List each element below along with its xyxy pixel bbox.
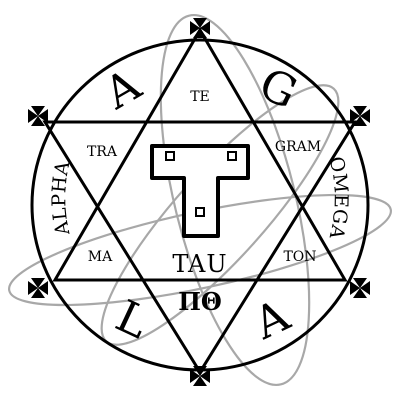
triangle-word-lower-right: TON — [283, 249, 316, 265]
tau-cross-icon — [150, 144, 250, 238]
triangle-word-upper-right: GRAM — [275, 139, 321, 155]
cross-pattee-icon — [28, 278, 48, 298]
side-word-left: ALPHA — [48, 159, 74, 238]
side-word-right: OMEGA — [325, 155, 352, 242]
triangle-word-center: TAU — [172, 250, 227, 278]
cross-pattee-icon — [190, 366, 210, 386]
corner-letter-top-left: A — [95, 59, 150, 120]
downward-triangle — [42, 120, 358, 375]
cross-pattee-icon — [28, 106, 48, 126]
cross-pattee-icon — [350, 106, 370, 126]
triangle-word-upper-left: TRA — [87, 144, 118, 160]
bottom-glyphs: ΠΘ — [178, 287, 222, 316]
corner-letter-top-right: G — [251, 58, 304, 119]
cross-pattee-icon — [350, 278, 370, 298]
triangle-word-lower-left: MA — [88, 249, 113, 265]
triangle-word-top: TE — [190, 89, 210, 105]
cross-pattee-icon — [190, 18, 210, 38]
upward-triangle — [52, 27, 348, 282]
corner-letter-bottom-right: A — [246, 290, 298, 351]
orbit-ring-vertical — [159, 13, 311, 387]
corner-letter-bottom-left: L — [108, 291, 156, 350]
